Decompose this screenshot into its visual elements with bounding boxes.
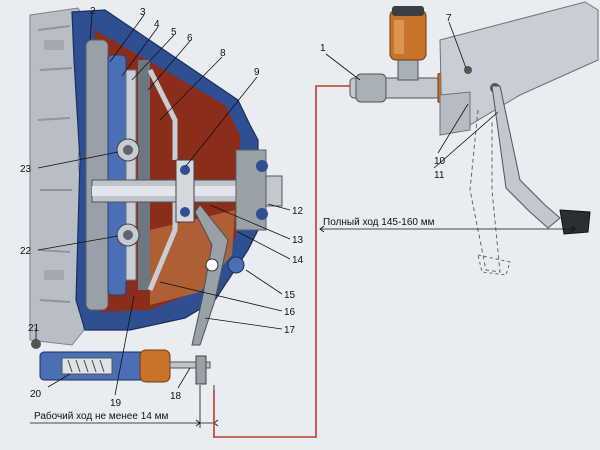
callout-19: 19	[110, 398, 122, 409]
input-shaft	[91, 149, 283, 231]
callout-9: 9	[254, 67, 260, 78]
callout-16: 16	[284, 307, 296, 318]
working-travel-label: Рабочий ход не менее 14 мм	[34, 410, 168, 422]
callout-15: 15	[284, 290, 296, 301]
callout-5: 5	[171, 27, 177, 38]
release-fork	[191, 204, 245, 346]
callout-13: 13	[292, 235, 304, 246]
flywheel-assembly	[85, 39, 178, 311]
leader-lines	[35, 13, 499, 396]
callout-18: 18	[170, 391, 182, 402]
callout-17: 17	[284, 325, 296, 336]
callout-14: 14	[292, 255, 304, 266]
full-travel-dimension	[319, 225, 576, 233]
callout-10: 10	[434, 156, 446, 167]
callout-4: 4	[154, 19, 160, 30]
callout-labels: 1 2 3 4 5 6 7 8 9 10 11 12 13 14 15 16 1…	[20, 6, 452, 409]
pedal-assembly	[439, 1, 599, 276]
callout-11: 11	[434, 170, 445, 181]
hydraulic-line	[213, 85, 352, 438]
callout-1: 1	[320, 43, 326, 54]
callout-20: 20	[30, 389, 42, 400]
callout-8: 8	[220, 48, 226, 59]
callout-12: 12	[292, 206, 304, 217]
callout-3: 3	[140, 7, 146, 18]
callout-22: 22	[20, 246, 32, 257]
slave-cylinder	[31, 339, 211, 385]
callout-6: 6	[187, 33, 193, 44]
full-travel-label: Полный ход 145-160 мм	[323, 217, 435, 228]
callout-7: 7	[446, 13, 452, 24]
callout-2: 2	[90, 6, 96, 17]
callout-23: 23	[20, 164, 32, 175]
callout-21: 21	[28, 323, 40, 334]
